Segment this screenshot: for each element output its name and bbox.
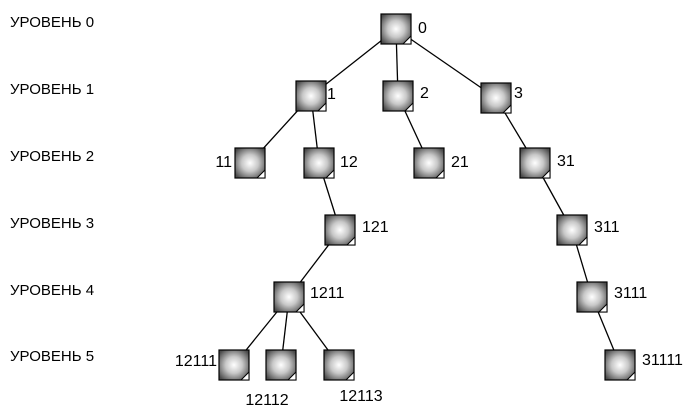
node-fold-31: [540, 168, 551, 179]
node-box-3111: [576, 281, 608, 313]
node-3: 3: [480, 82, 523, 114]
node-label-21: 21: [451, 154, 469, 171]
node-12113: 12113: [323, 349, 383, 405]
node-label-0: 0: [418, 20, 427, 37]
node-1211: 1211: [273, 281, 345, 313]
node-fold-0: [401, 34, 412, 45]
node-fold-1: [316, 101, 327, 112]
node-box-11: [234, 147, 266, 179]
node-box-12: [303, 147, 335, 179]
level-label-2: УРОВЕНЬ 2: [10, 148, 94, 165]
node-fold-12112: [286, 370, 297, 381]
node-box-121: [324, 214, 356, 246]
node-31: 31: [519, 147, 575, 179]
node-box-3: [480, 82, 512, 114]
node-box-31111: [604, 349, 636, 381]
level-label-1: УРОВЕНЬ 1: [10, 81, 94, 98]
level-label-4: УРОВЕНЬ 4: [10, 282, 94, 299]
node-21: 21: [413, 147, 469, 179]
node-box-1211: [273, 281, 305, 313]
node-label-31111: 31111: [642, 352, 683, 369]
node-fold-12113: [344, 370, 355, 381]
node-121: 121: [324, 214, 389, 246]
node-31111: 31111: [604, 349, 683, 381]
node-label-3111: 3111: [614, 285, 647, 302]
node-fold-121: [345, 235, 356, 246]
node-label-3: 3: [514, 85, 523, 102]
node-0: 0: [380, 13, 427, 45]
node-12: 12: [303, 147, 358, 179]
node-label-31: 31: [557, 153, 575, 170]
node-fold-31111: [625, 370, 636, 381]
node-3111: 3111: [576, 281, 647, 313]
node-11: 11: [215, 147, 266, 179]
node-fold-12111: [239, 370, 250, 381]
node-box-0: [380, 13, 412, 45]
node-box-311: [556, 214, 588, 246]
edge-0-3: [395, 28, 497, 99]
node-fold-2: [403, 101, 414, 112]
node-12111: 12111: [175, 349, 250, 381]
node-box-12112: [265, 349, 297, 381]
node-2: 2: [382, 80, 429, 112]
node-label-12: 12: [340, 154, 358, 171]
node-label-12113: 12113: [339, 388, 382, 405]
node-box-2: [382, 80, 414, 112]
level-label-5: УРОВЕНЬ 5: [10, 348, 94, 365]
node-fold-311: [577, 235, 588, 246]
node-fold-3: [501, 103, 512, 114]
node-box-31: [519, 147, 551, 179]
node-label-12112: 12112: [245, 392, 288, 405]
node-box-12113: [323, 349, 355, 381]
node-label-11: 11: [215, 154, 232, 171]
level-label-0: УРОВЕНЬ 0: [10, 14, 94, 31]
node-label-12111: 12111: [175, 353, 217, 370]
node-box-21: [413, 147, 445, 179]
level-label-3: УРОВЕНЬ 3: [10, 215, 94, 232]
node-box-1: [295, 80, 327, 112]
node-1: 1: [295, 80, 336, 112]
node-box-12111: [218, 349, 250, 381]
node-label-1: 1: [327, 86, 336, 103]
node-fold-3111: [597, 302, 608, 313]
node-label-2: 2: [420, 85, 429, 102]
node-label-121: 121: [362, 219, 389, 236]
node-label-1211: 1211: [310, 285, 345, 302]
node-fold-12: [324, 168, 335, 179]
node-12112: 12112: [245, 349, 297, 405]
node-label-311: 311: [594, 219, 620, 236]
node-fold-11: [255, 168, 266, 179]
node-311: 311: [556, 214, 620, 246]
node-fold-1211: [294, 302, 305, 313]
node-fold-21: [434, 168, 445, 179]
